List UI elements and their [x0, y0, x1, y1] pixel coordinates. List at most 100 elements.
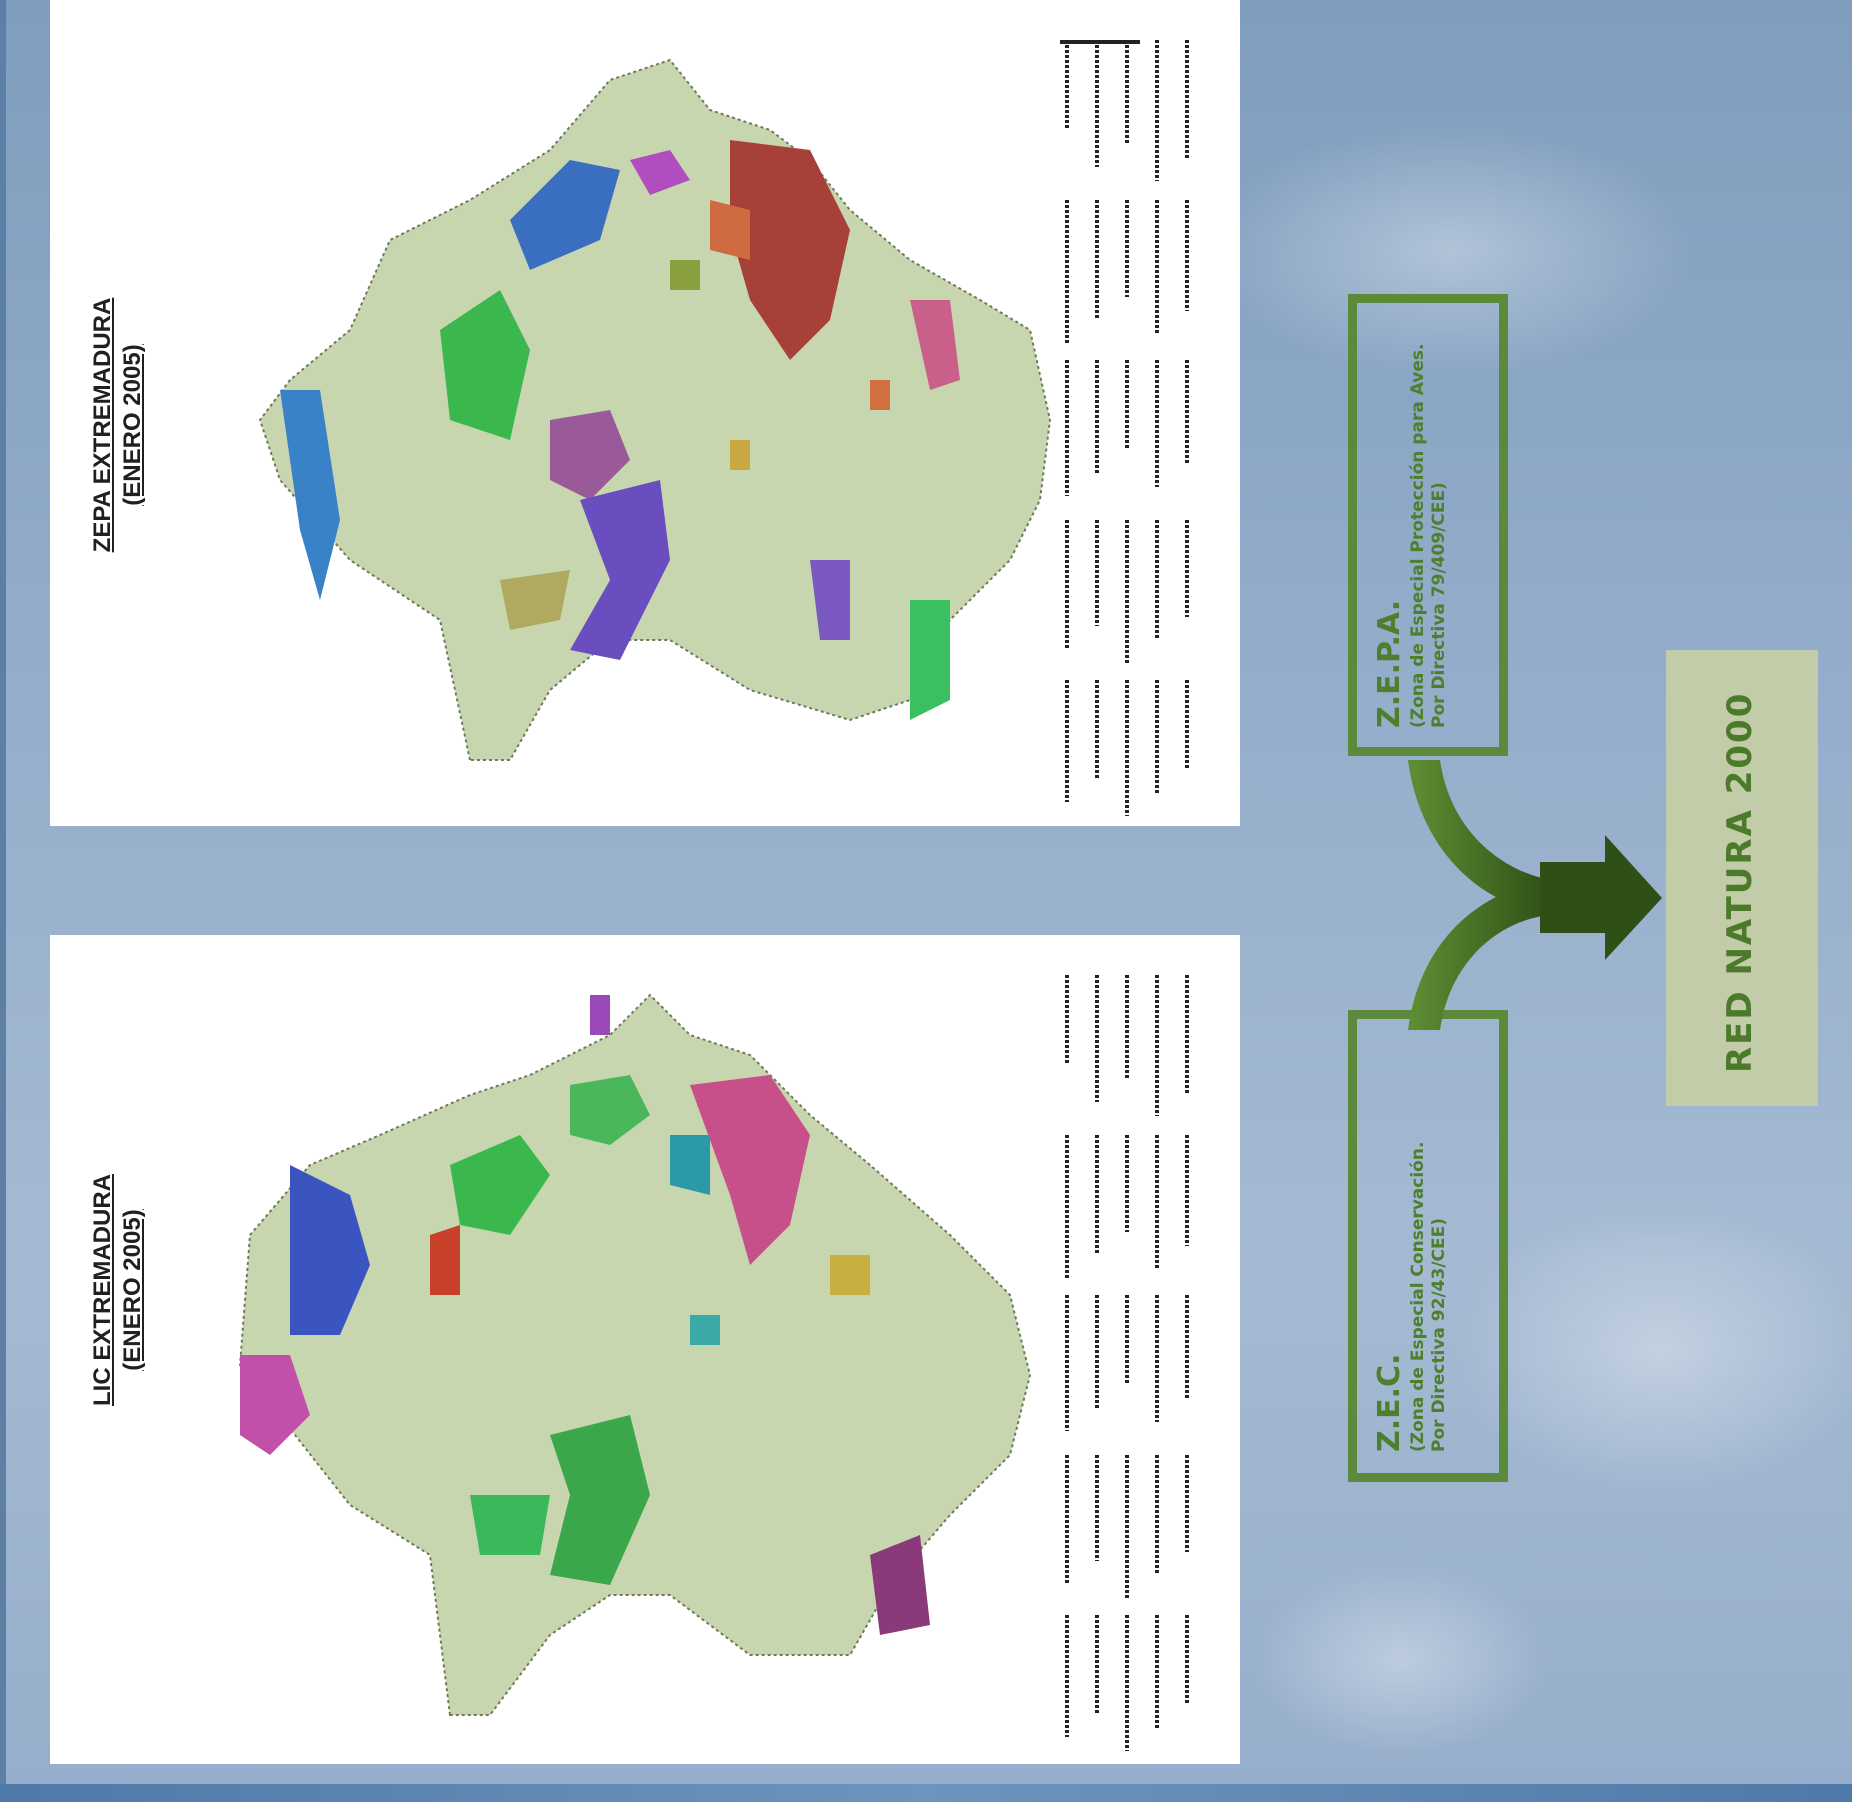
zone	[500, 570, 570, 630]
zec-desc-line1: (Zona de Especial Conservación.	[1408, 1141, 1428, 1452]
zone	[690, 1075, 810, 1265]
legend-text-line	[1125, 1295, 1129, 1385]
legend-text-line	[1095, 520, 1099, 626]
zone	[470, 1495, 550, 1555]
legend-text-line	[1155, 200, 1159, 334]
legend-text-line	[1095, 680, 1099, 779]
lic-map-panel: LIC EXTREMADURA (ENERO 2005)	[50, 935, 1240, 1764]
zone	[280, 390, 340, 600]
legend-text-line	[1065, 1615, 1069, 1737]
legend-text-line	[1155, 680, 1159, 793]
legend-text-line	[1095, 975, 1099, 1102]
legend-text-line	[1095, 1615, 1099, 1714]
zepa-box	[1348, 294, 1508, 756]
region-outline	[238, 993, 1032, 1716]
legend-text-line	[1185, 680, 1189, 770]
legend-text-line	[1065, 680, 1069, 802]
zone	[240, 1355, 310, 1455]
legend-text-line	[1065, 200, 1069, 343]
legend-text-line	[1065, 975, 1069, 1065]
zone	[910, 300, 960, 390]
zepa-map-panel: ZEPA EXTREMADURA (ENERO 2005)	[50, 0, 1240, 826]
zepa-box-text: Z.E.P.A. (Zona de Especial Protección pa…	[1372, 344, 1450, 728]
legend-text-line	[1125, 360, 1129, 450]
zone	[450, 1135, 550, 1235]
zone	[670, 260, 700, 290]
legend-text-line	[1185, 40, 1189, 158]
lic-map-image	[238, 993, 1032, 1716]
legend-text-line	[1185, 1135, 1189, 1246]
zone	[550, 1415, 650, 1585]
legend-text-line	[1125, 975, 1129, 1079]
legend-text-line	[1065, 1135, 1069, 1278]
legend-text-line	[1095, 40, 1099, 167]
zone	[870, 1535, 930, 1635]
red-natura-label: RED NATURA 2000	[1720, 691, 1760, 1073]
zone	[590, 995, 610, 1035]
zepa-heading: Z.E.P.A.	[1372, 599, 1407, 728]
zone	[690, 1315, 720, 1345]
legend-line	[1060, 40, 1140, 44]
arrow-upper-branch	[1408, 760, 1550, 915]
arrow-lower-branch	[1408, 880, 1550, 1030]
cloud	[1250, 1560, 1550, 1760]
zone	[630, 150, 690, 195]
zepa-desc-line2: Por Directiva 79/409/CEE)	[1429, 482, 1449, 728]
zec-desc-line2: Por Directiva 92/43/CEE)	[1429, 1218, 1449, 1452]
legend-text-line	[1185, 1615, 1189, 1705]
lic-map-title: LIC EXTREMADURA (ENERO 2005)	[89, 1174, 146, 1406]
legend-text-line	[1155, 40, 1159, 181]
zone	[430, 1225, 460, 1295]
legend-text-line	[1125, 1135, 1129, 1232]
legend-text-line	[1095, 360, 1099, 473]
cloud	[1450, 1200, 1852, 1500]
zepa-map-title: ZEPA EXTREMADURA (ENERO 2005)	[89, 297, 146, 553]
zone	[830, 1255, 870, 1295]
zone	[550, 410, 630, 500]
legend-text-line	[1185, 520, 1189, 617]
zone	[710, 200, 750, 260]
zone	[290, 1165, 370, 1335]
legend-text-line	[1155, 1295, 1159, 1422]
zepa-desc-line1: (Zona de Especial Protección para Aves.	[1408, 343, 1428, 728]
legend-text-line	[1095, 1135, 1099, 1255]
legend-text-line	[1155, 360, 1159, 487]
legend-text-line	[1125, 680, 1129, 816]
zone	[440, 290, 530, 440]
zone	[570, 480, 670, 660]
legend-text-line	[1065, 520, 1069, 649]
legend-text-line	[1155, 1455, 1159, 1575]
region-outline	[258, 58, 1052, 761]
legend-text-line	[1065, 40, 1069, 130]
legend-text-line	[1095, 1455, 1099, 1561]
zepa-map-image	[258, 58, 1052, 761]
legend-text-line	[1065, 360, 1069, 496]
left-edge-strip	[0, 0, 6, 1802]
legend-text-line	[1125, 520, 1129, 663]
cloud	[1200, 120, 1700, 380]
red-natura-box	[1666, 650, 1818, 1106]
legend-text-line	[1155, 520, 1159, 640]
legend-text-line	[1185, 1455, 1189, 1552]
zone	[510, 160, 620, 270]
zone	[570, 1075, 650, 1145]
zec-heading: Z.E.C.	[1372, 1353, 1407, 1452]
legend-text-line	[1155, 1615, 1159, 1728]
legend-text-line	[1125, 1615, 1129, 1751]
arrow-head	[1540, 835, 1662, 960]
zone	[810, 560, 850, 640]
legend-text-line	[1065, 1455, 1069, 1584]
legend-text-line	[1185, 975, 1189, 1093]
legend-text-line	[1185, 1295, 1189, 1399]
zec-box-text: Z.E.C. (Zona de Especial Conservación. P…	[1372, 1142, 1450, 1452]
zone	[670, 1135, 710, 1195]
legend-text-line	[1155, 975, 1159, 1116]
legend-text-line	[1185, 360, 1189, 464]
zone	[730, 440, 750, 470]
legend-text-line	[1065, 1295, 1069, 1431]
legend-text-line	[1095, 1295, 1099, 1408]
legend-text-line	[1155, 1135, 1159, 1269]
zone	[730, 140, 850, 360]
legend-text-line	[1095, 200, 1099, 320]
legend-text-line	[1125, 1455, 1129, 1598]
